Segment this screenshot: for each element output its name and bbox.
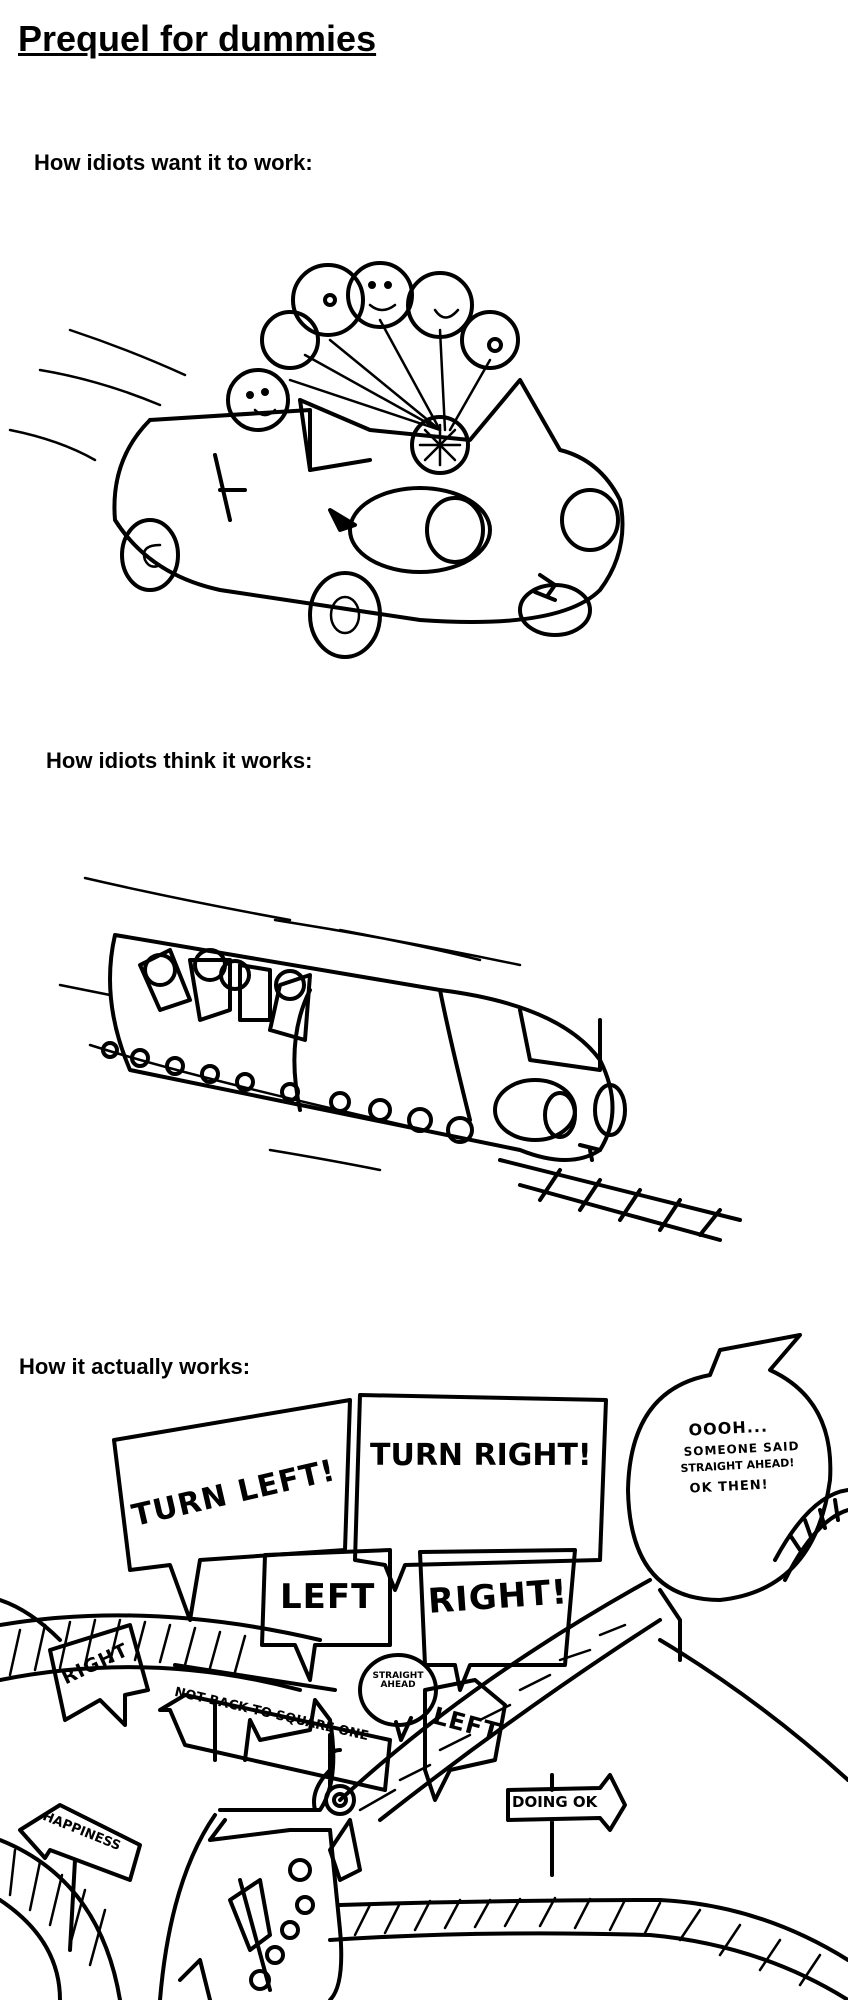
panel-3-drawings bbox=[0, 1333, 848, 2000]
comic-title: Prequel for dummies bbox=[18, 18, 377, 59]
panel-1-caption: How idiots want it to work: bbox=[34, 150, 313, 175]
panel-2-caption: How idiots think it works: bbox=[46, 748, 313, 773]
cat-car-drawing bbox=[8, 261, 625, 659]
ooh-line-2: SOMEONE SAID bbox=[683, 1438, 800, 1459]
panel-3-caption: How it actually works: bbox=[19, 1354, 251, 1379]
sign-turn-right: TURN RIGHT! bbox=[370, 1438, 592, 1473]
ooh-line-1: OOOH... bbox=[688, 1416, 769, 1440]
ooh-speech-bubble: OOOH... SOMEONE SAID STRAIGHT AHEAD! OK … bbox=[678, 1417, 802, 1497]
sign-doing-ok: DOING OK bbox=[512, 1793, 598, 1811]
cat-train-drawing bbox=[58, 876, 742, 1242]
ooh-line-3: STRAIGHT AHEAD! bbox=[680, 1456, 795, 1476]
sign-left-big: LEFT bbox=[280, 1577, 376, 1617]
sign-straight-ahead: STRAIGHT AHEAD bbox=[372, 1671, 424, 1691]
